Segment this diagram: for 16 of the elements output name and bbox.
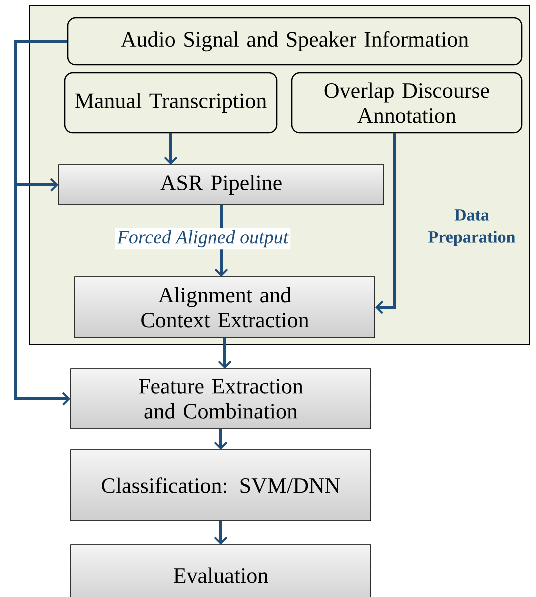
input-box: Overlap Discourse Annotation	[291, 72, 523, 134]
panel-title: Data Preparation	[428, 210, 516, 246]
edge-label: Forced Aligned output	[115, 228, 291, 250]
process-box: Feature Extraction and Combination	[70, 368, 372, 430]
process-box: Alignment and Context Extraction	[74, 276, 376, 338]
arrow	[218, 338, 232, 369]
arrow	[14, 40, 71, 406]
arrow	[164, 133, 178, 165]
process-box: Classification: SVM/DNN	[70, 450, 372, 522]
arrow	[375, 133, 396, 314]
arrow	[214, 429, 228, 450]
process-box: ASR Pipeline	[58, 164, 384, 206]
input-box: Audio Signal and Speaker Information	[67, 17, 523, 66]
arrow	[214, 521, 228, 545]
input-box: Manual Transcription	[64, 72, 278, 134]
process-box: Evaluation	[70, 544, 372, 597]
